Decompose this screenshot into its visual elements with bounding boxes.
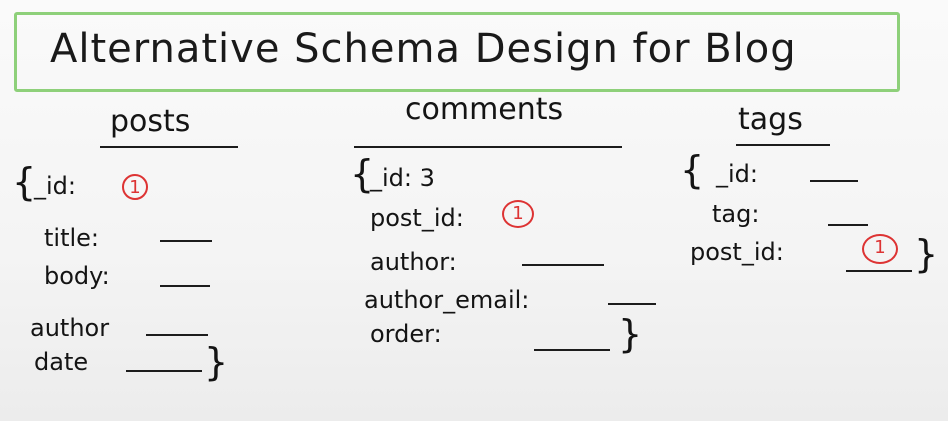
tags-post-id-label: post_id: xyxy=(690,238,784,266)
posts-id-value-circled: 1 xyxy=(122,174,148,200)
title-frame xyxy=(14,12,900,92)
posts-date-blank xyxy=(126,370,202,372)
page-title: Alternative Schema Design for Blog xyxy=(50,26,797,72)
comments-post-id-label: post_id: xyxy=(370,204,464,232)
tags-tag-blank xyxy=(828,224,868,226)
posts-field-title: title: xyxy=(44,224,100,252)
comments-author-email-blank xyxy=(608,303,656,305)
posts-heading: posts xyxy=(110,104,191,139)
tags-id-label: _id: xyxy=(716,160,758,188)
comments-heading: comments xyxy=(405,92,564,127)
tags-post-id-value-circled: 1 xyxy=(862,234,898,264)
posts-field-author: author xyxy=(30,314,110,342)
comments-post-id-value-circled: 1 xyxy=(502,200,534,228)
tags-tag-label: tag: xyxy=(712,200,760,228)
posts-open-brace: { xyxy=(12,160,37,204)
comments-field-author: author: xyxy=(370,248,457,276)
comments-heading-underline xyxy=(354,146,622,148)
posts-field-body: body: xyxy=(44,262,110,290)
tags-id-blank xyxy=(810,180,858,182)
posts-author-blank xyxy=(146,334,208,336)
tags-heading-underline xyxy=(736,144,830,146)
comments-open-brace: { xyxy=(350,152,375,196)
tags-post-id-blank xyxy=(846,270,912,272)
posts-id-label: _id: xyxy=(34,172,76,200)
tags-open-brace: { xyxy=(680,148,705,192)
posts-title-blank xyxy=(160,240,212,242)
comments-close-brace: } xyxy=(618,312,643,356)
comments-field-order: order: xyxy=(370,320,442,348)
posts-close-brace: } xyxy=(204,340,229,384)
tags-close-brace: } xyxy=(914,232,939,276)
comments-field-author-email: author_email: xyxy=(364,286,530,314)
tags-heading: tags xyxy=(738,102,803,137)
comments-order-blank xyxy=(534,349,610,351)
posts-body-blank xyxy=(160,285,210,287)
comments-author-blank xyxy=(522,264,604,266)
posts-field-date: date xyxy=(34,348,89,376)
posts-heading-underline xyxy=(100,146,238,148)
comments-id-label: _id: 3 xyxy=(370,164,435,192)
